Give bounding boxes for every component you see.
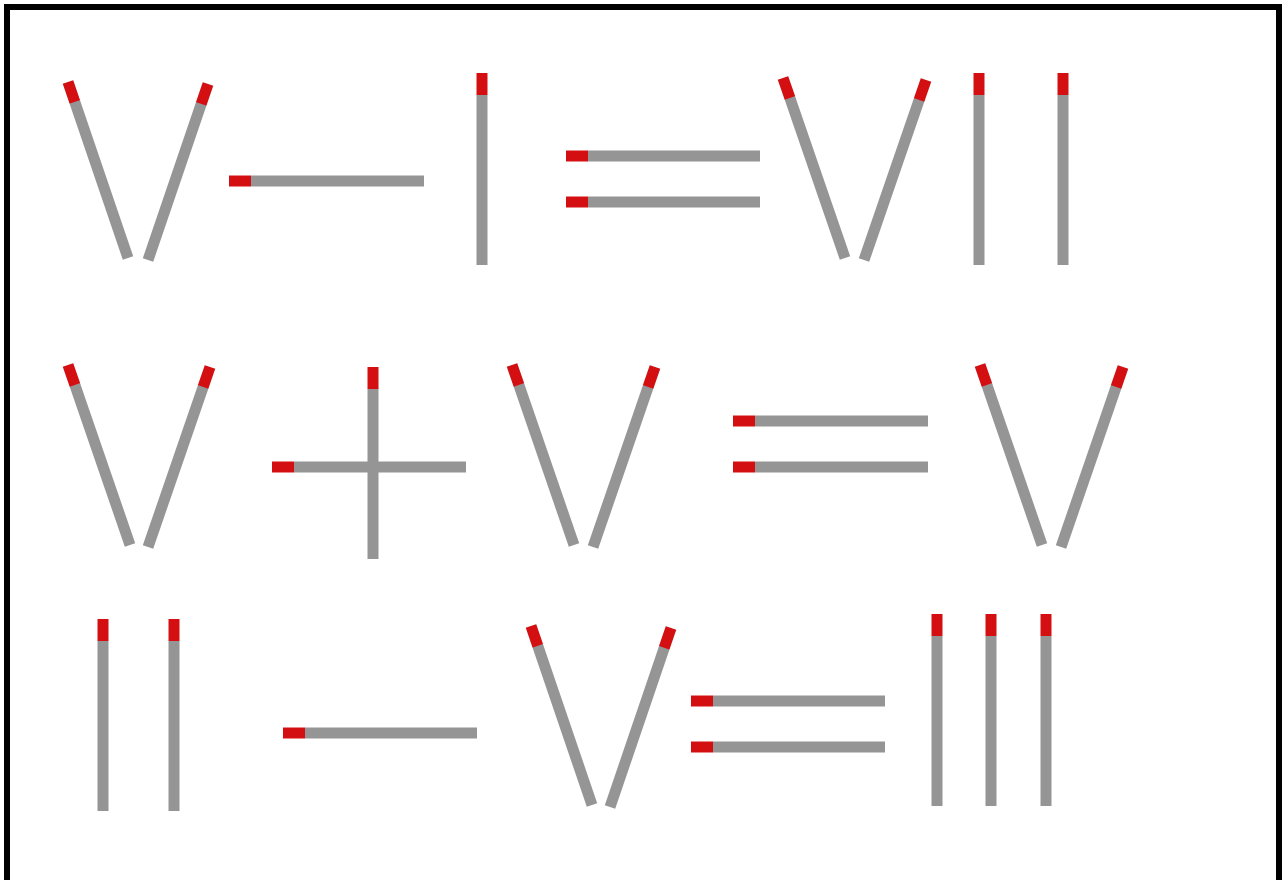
match-stick[interactable] bbox=[587, 365, 661, 549]
match-stick[interactable] bbox=[604, 626, 677, 809]
match-head bbox=[1110, 365, 1129, 389]
match-stick[interactable] bbox=[506, 363, 580, 547]
equals-sign[interactable] bbox=[733, 415, 928, 473]
equals-sign[interactable] bbox=[691, 695, 885, 753]
plus-sign[interactable] bbox=[272, 367, 466, 559]
match-head bbox=[974, 363, 993, 387]
match-stick[interactable] bbox=[525, 624, 598, 807]
numeral-v[interactable] bbox=[506, 363, 661, 549]
match-head bbox=[197, 365, 216, 389]
match-head bbox=[62, 363, 81, 387]
equation-2 bbox=[62, 363, 1129, 559]
equation-3 bbox=[97, 614, 1052, 811]
match-head bbox=[913, 78, 932, 102]
match-head bbox=[506, 363, 525, 387]
match-head bbox=[525, 624, 544, 648]
match-stick[interactable] bbox=[974, 363, 1048, 547]
match-stick[interactable] bbox=[62, 363, 136, 547]
numeral-v[interactable] bbox=[62, 80, 214, 262]
match-head bbox=[642, 365, 661, 389]
equation-1 bbox=[62, 73, 1069, 265]
match-stick[interactable] bbox=[142, 365, 216, 549]
match-stick[interactable] bbox=[858, 78, 932, 262]
match-head bbox=[777, 76, 796, 100]
match-stick[interactable] bbox=[62, 80, 134, 260]
equals-sign[interactable] bbox=[566, 150, 760, 208]
numeral-v[interactable] bbox=[777, 76, 932, 262]
match-stick[interactable] bbox=[1055, 365, 1129, 549]
puzzle-frame bbox=[4, 4, 1282, 880]
match-stick[interactable] bbox=[142, 82, 214, 262]
numeral-v[interactable] bbox=[525, 624, 677, 809]
match-stick[interactable] bbox=[777, 76, 851, 260]
match-head bbox=[62, 80, 81, 104]
numeral-v[interactable] bbox=[974, 363, 1129, 549]
match-head bbox=[195, 82, 214, 106]
numeral-v[interactable] bbox=[62, 363, 216, 549]
match-head bbox=[658, 626, 677, 650]
